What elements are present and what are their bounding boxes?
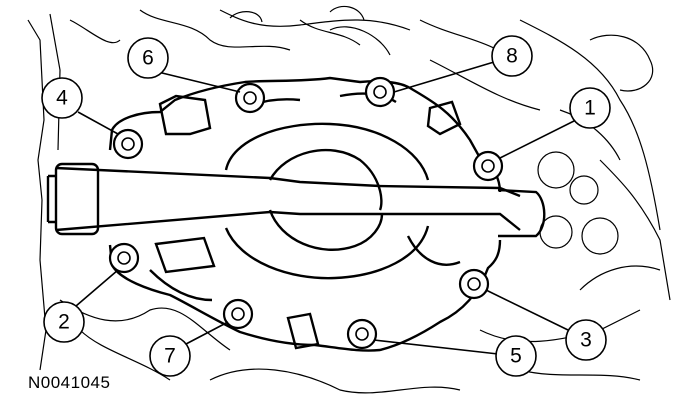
figure-id-label: N0041045 bbox=[28, 373, 111, 392]
callout-3: 3 bbox=[565, 319, 607, 361]
bolt-heads bbox=[108, 76, 504, 350]
callout-label: 8 bbox=[506, 45, 518, 68]
callout-2: 2 bbox=[43, 301, 85, 343]
callout-label: 4 bbox=[56, 87, 68, 110]
callout-7: 7 bbox=[149, 335, 191, 377]
callout-label: 1 bbox=[584, 97, 596, 120]
callout-label: 2 bbox=[58, 311, 70, 334]
callout-label: 7 bbox=[164, 345, 176, 368]
bolt-3 bbox=[458, 268, 490, 300]
bolt-2 bbox=[108, 242, 140, 274]
leader-lines bbox=[75, 61, 581, 355]
callout-6: 6 bbox=[127, 37, 169, 79]
bolt-7 bbox=[222, 298, 254, 330]
callout-5: 5 bbox=[495, 335, 537, 377]
callouts: 1 2 3 4 5 6 7 8 bbox=[41, 35, 611, 377]
callout-8: 8 bbox=[491, 35, 533, 77]
callout-4: 4 bbox=[41, 77, 83, 119]
callout-label: 5 bbox=[510, 345, 522, 368]
callout-label: 6 bbox=[142, 47, 154, 70]
bolt-1 bbox=[472, 150, 504, 182]
callout-label: 3 bbox=[580, 329, 592, 352]
pump-cover-body bbox=[46, 76, 546, 352]
bolt-5 bbox=[346, 318, 378, 350]
bolt-4 bbox=[112, 128, 144, 160]
callout-1: 1 bbox=[569, 87, 611, 129]
bolt-6 bbox=[234, 82, 266, 114]
bolt-8 bbox=[364, 76, 396, 108]
